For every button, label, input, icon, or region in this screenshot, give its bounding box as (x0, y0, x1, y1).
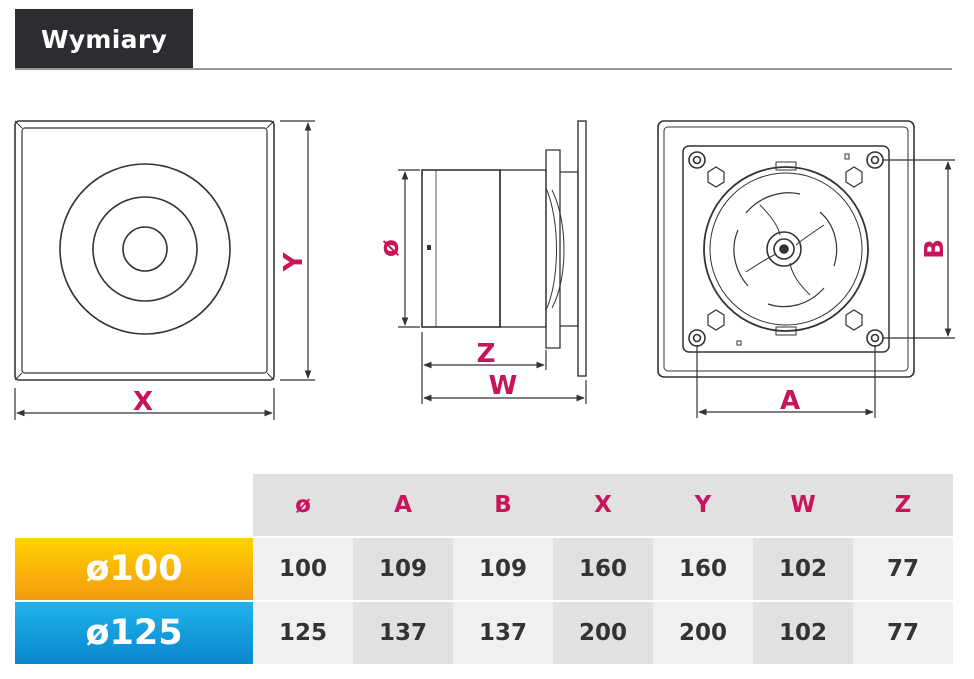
label-b: B (920, 239, 950, 259)
table-cell: 160 (653, 538, 753, 600)
table-cell: 109 (453, 538, 553, 600)
column-header-b: B (494, 492, 512, 518)
table-cell: 137 (453, 602, 553, 664)
section-divider (15, 68, 952, 70)
table-cell: 77 (853, 538, 953, 600)
label-x: X (133, 387, 153, 417)
table-cell: 125 (253, 602, 353, 664)
table-cell: 200 (553, 602, 653, 664)
back-dimensions (696, 159, 955, 418)
row-label-100: ø100 (15, 538, 253, 600)
back-view (657, 120, 915, 378)
label-w: W (489, 371, 518, 401)
table-cell: 160 (553, 538, 653, 600)
table-cell: 109 (353, 538, 453, 600)
label-y: Y (279, 251, 309, 272)
label-z: Z (477, 339, 496, 369)
table-row-125: ø125 125 137 137 200 200 102 77 (15, 602, 953, 664)
table-cell: 102 (753, 602, 853, 664)
side-dimensions (398, 169, 587, 404)
side-view (421, 120, 587, 377)
table-row-100: ø100 100 109 109 160 160 102 77 (15, 538, 953, 600)
label-diameter: ø (375, 239, 405, 257)
column-header-a: A (394, 492, 412, 518)
label-a: A (780, 386, 800, 416)
row-label-125: ø125 (15, 602, 253, 664)
table-header: ø A B X Y W Z (253, 474, 953, 536)
table-cell: 77 (853, 602, 953, 664)
column-header-z: Z (894, 492, 912, 518)
column-header-w: W (790, 492, 816, 518)
column-header-y: Y (694, 492, 712, 518)
column-header-diameter: ø (295, 492, 311, 518)
section-title: Wymiary (15, 9, 193, 69)
table-cell: 137 (353, 602, 453, 664)
column-header-x: X (594, 492, 612, 518)
table-cell: 200 (653, 602, 753, 664)
table-cell: 100 (253, 538, 353, 600)
front-view (14, 120, 275, 381)
table-cell: 102 (753, 538, 853, 600)
front-dimensions (14, 120, 315, 420)
